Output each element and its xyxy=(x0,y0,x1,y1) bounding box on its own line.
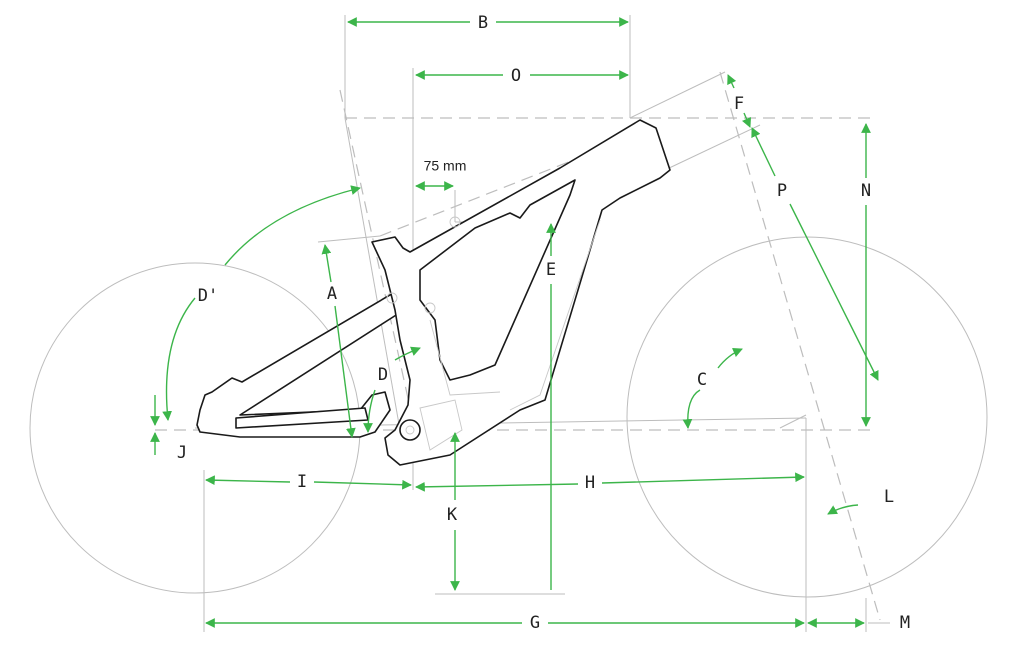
dim-P xyxy=(751,127,776,177)
label-N: N xyxy=(861,181,871,201)
label-E: E xyxy=(546,260,556,280)
dim-L xyxy=(827,504,859,515)
dim-F xyxy=(727,74,737,89)
label-I: I xyxy=(297,472,307,492)
label-K: K xyxy=(447,505,458,525)
dim-I xyxy=(205,475,291,486)
label-P: P xyxy=(777,181,787,201)
label-L: L xyxy=(884,487,894,507)
dimension-labels: B O 75 mm F P N E D' A D C J I H L K G M xyxy=(177,13,910,633)
bike-frame xyxy=(196,119,671,466)
label-M: M xyxy=(900,613,910,633)
label-H: H xyxy=(585,473,595,493)
label-B: B xyxy=(478,13,488,33)
reference-lines xyxy=(155,15,881,632)
dim-C xyxy=(682,389,701,429)
dim-H xyxy=(415,481,579,492)
label-G: G xyxy=(530,613,540,633)
label-O: O xyxy=(511,66,521,86)
dimension-arrows xyxy=(150,17,890,628)
label-C: C xyxy=(697,370,707,390)
front-wheel xyxy=(626,236,988,598)
label-J: J xyxy=(177,443,187,463)
dim-D-prime xyxy=(162,297,196,421)
dim-D xyxy=(394,346,421,361)
label-D: D xyxy=(378,365,388,385)
label-D-prime: D' xyxy=(198,286,218,306)
label-75mm: 75 mm xyxy=(424,158,467,174)
label-A: A xyxy=(327,284,337,304)
dim-A xyxy=(321,244,332,283)
label-F: F xyxy=(734,94,744,114)
